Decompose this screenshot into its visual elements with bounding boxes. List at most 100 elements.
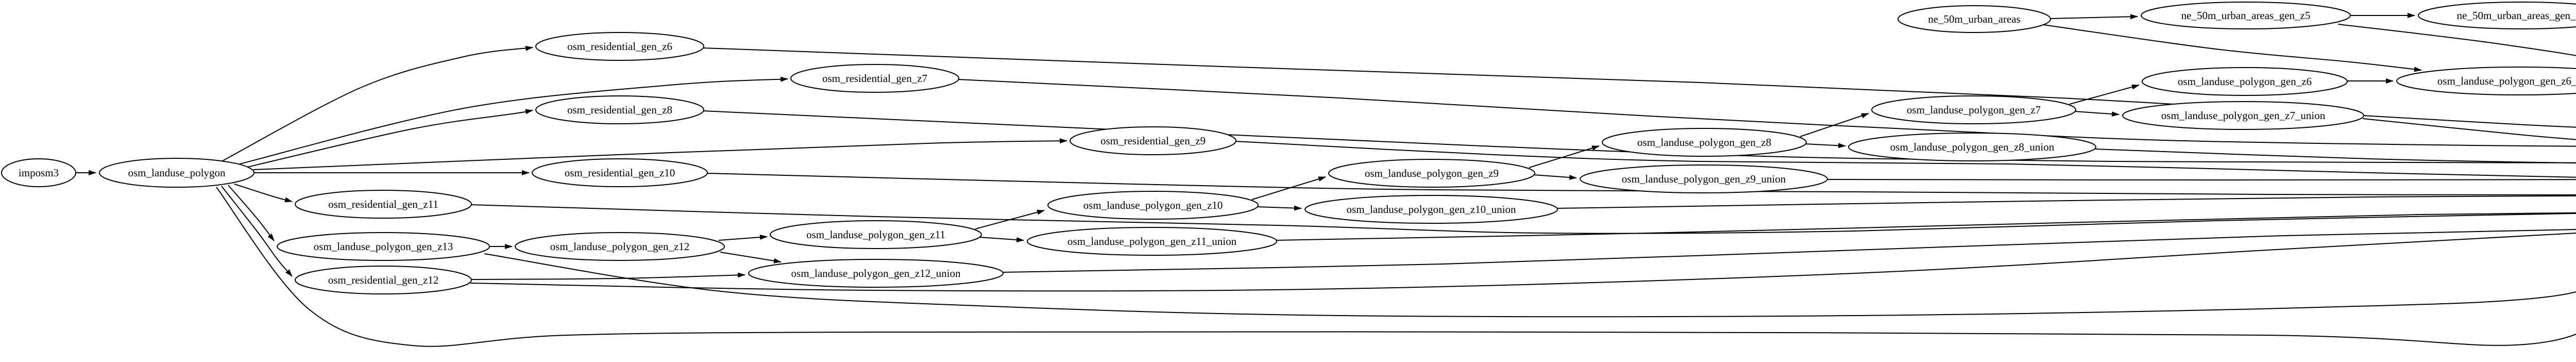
node-ellipse-g10u [1304,195,1558,224]
node-ne: ne_50m_urban_areas [1897,5,2051,33]
edge-g7-to-g7u [2074,111,2120,117]
node-label-g6: osm_landuse_polygon_gen_z6 [2178,75,2312,88]
node-g6u: osm_landuse_polygon_gen_z6_union [2396,67,2576,95]
node-r11: osm_residential_gen_z11 [295,190,472,219]
node-ellipse-g9 [1328,159,1535,188]
node-g7: osm_landuse_polygon_gen_z7 [1871,95,2076,124]
node-ne5: ne_50m_urban_areas_gen_z5 [2141,2,2351,29]
node-label-g10: osm_landuse_polygon_gen_z10 [1083,199,1223,211]
node-g11u: osm_landuse_polygon_gen_z11_union [1027,227,1277,256]
edge-r11-to-row-z11 [470,204,2576,234]
node-label-g12: osm_landuse_polygon_gen_z12 [550,240,690,253]
node-ellipse-g13 [277,232,490,261]
edge-landuse-to-r7 [239,76,788,164]
edge-g10-to-g10u [1257,205,1302,211]
node-ne4: ne_50m_urban_areas_gen_z4 [2418,2,2576,29]
node-label-landuse: osm_landuse_polygon [128,167,226,179]
node-ellipse-g8u [1848,133,2096,161]
edge-g11-to-g11u [979,237,1024,243]
node-ellipse-g7u [2122,101,2364,130]
edge-landuse-to-r12 [221,186,293,277]
edge-landuse-to-r8 [247,109,533,168]
node-ellipse-imposm3 [1,158,76,187]
node-r6: osm_residential_gen_z6 [535,32,704,61]
node-label-g9: osm_landuse_polygon_gen_z9 [1365,167,1499,179]
node-ellipse-ne5 [2141,2,2351,29]
node-label-g9u: osm_landuse_polygon_gen_z9_union [1622,173,1786,185]
node-r12: osm_residential_gen_z12 [295,266,472,294]
node-ellipse-r11 [295,190,472,219]
node-label-g6u: osm_landuse_polygon_gen_z6_union [2437,75,2576,87]
node-label-g13: osm_landuse_polygon_gen_z13 [314,240,453,253]
node-label-r11: osm_residential_gen_z11 [328,198,438,210]
edge-landuse-to-g13 [228,185,275,241]
node-ellipse-landuse [99,158,255,188]
node-r8: osm_residential_gen_z8 [535,95,704,124]
node-g10u: osm_landuse_polygon_gen_z10_union [1304,195,1558,224]
node-g8: osm_landuse_polygon_gen_z8 [1602,128,1807,157]
node-imposm3: imposm3 [1,158,76,187]
node-label-ne4: ne_50m_urban_areas_gen_z4 [2457,9,2576,22]
edge-g12-to-g12u [720,252,782,264]
node-g6: osm_landuse_polygon_gen_z6 [2142,67,2348,96]
node-r9: osm_residential_gen_z9 [1070,126,1236,155]
edge-ne5-to-row-z5 [2337,24,2576,56]
node-g12: osm_landuse_polygon_gen_z12 [515,232,725,261]
edge-g13-to-row-z13 [484,253,2576,318]
node-g13: osm_landuse_polygon_gen_z13 [277,232,490,261]
edge-r12-to-row-z12 [470,232,2576,292]
edge-g8u-to-row-z8 [2094,149,2576,164]
node-ellipse-g6 [2142,67,2348,96]
node-landuse: osm_landuse_polygon [99,158,255,188]
node-label-r8: osm_residential_gen_z8 [567,104,672,116]
node-label-g11u: osm_landuse_polygon_gen_z11_union [1067,235,1237,248]
node-g7u: osm_landuse_polygon_gen_z7_union [2122,101,2364,130]
node-ellipse-r6 [535,32,704,61]
node-label-g7u: osm_landuse_polygon_gen_z7_union [2161,109,2326,122]
edge-g11u-to-row-z11 [1275,212,2576,241]
node-ellipse-r7 [790,64,959,93]
node-label-g11: osm_landuse_polygon_gen_z11 [806,228,945,241]
edge-landuse-to-r9 [253,138,1067,170]
node-ellipse-g7 [1871,95,2076,124]
edge-landuse-to-r11 [234,184,293,203]
node-g9u: osm_landuse_polygon_gen_z9_union [1580,164,1828,193]
edge-g9-to-g8 [1529,145,1600,168]
node-r7: osm_residential_gen_z7 [790,64,959,93]
node-label-imposm3: imposm3 [19,167,59,179]
node-g10: osm_landuse_polygon_gen_z10 [1047,191,1259,220]
edge-layer [76,13,2576,347]
node-label-ne: ne_50m_urban_areas [1928,13,2021,25]
edge-g12u-to-row-z12 [1002,228,2576,273]
node-ellipse-g12u [748,259,1004,288]
node-label-g7: osm_landuse_polygon_gen_z7 [1907,104,2041,116]
edge-ne-to-ne5 [2050,14,2138,20]
edge-g10-to-g9 [1251,176,1326,200]
edge-landuse-to-row-z14+ [216,187,2576,347]
node-label-r9: osm_residential_gen_z9 [1100,135,1206,147]
node-ellipse-g6u [2396,67,2576,95]
edge-g9u-to-row-z9 [1826,179,2576,181]
node-ellipse-g10 [1047,191,1259,220]
node-ellipse-r10 [532,158,708,187]
edge-g10u-to-row-z10 [1556,195,2576,209]
edge-g7-to-g6 [2069,84,2140,105]
node-ellipse-g11 [770,220,982,249]
edge-r7-to-row-z7 [958,79,2576,147]
node-ellipse-r8 [535,95,704,124]
node-g8u: osm_landuse_polygon_gen_z8_union [1848,133,2096,161]
node-ellipse-g12 [515,232,725,261]
edge-g9-to-g9u [1533,174,1577,180]
node-label-g8u: osm_landuse_polygon_gen_z8_union [1890,141,2055,153]
edge-ne-to-g6u [2043,24,2422,72]
node-g12u: osm_landuse_polygon_gen_z12_union [748,259,1004,288]
node-ellipse-r12 [295,266,472,294]
node-layer: imposm3 osm_landuse_polygon osm_residentia… [1,2,2576,294]
edge-landuse-to-r6 [221,45,533,162]
node-label-r12: osm_residential_gen_z12 [328,274,439,286]
node-label-r10: osm_residential_gen_z10 [565,167,675,179]
node-ellipse-ne4 [2418,2,2576,29]
node-ellipse-g9u [1580,164,1828,193]
